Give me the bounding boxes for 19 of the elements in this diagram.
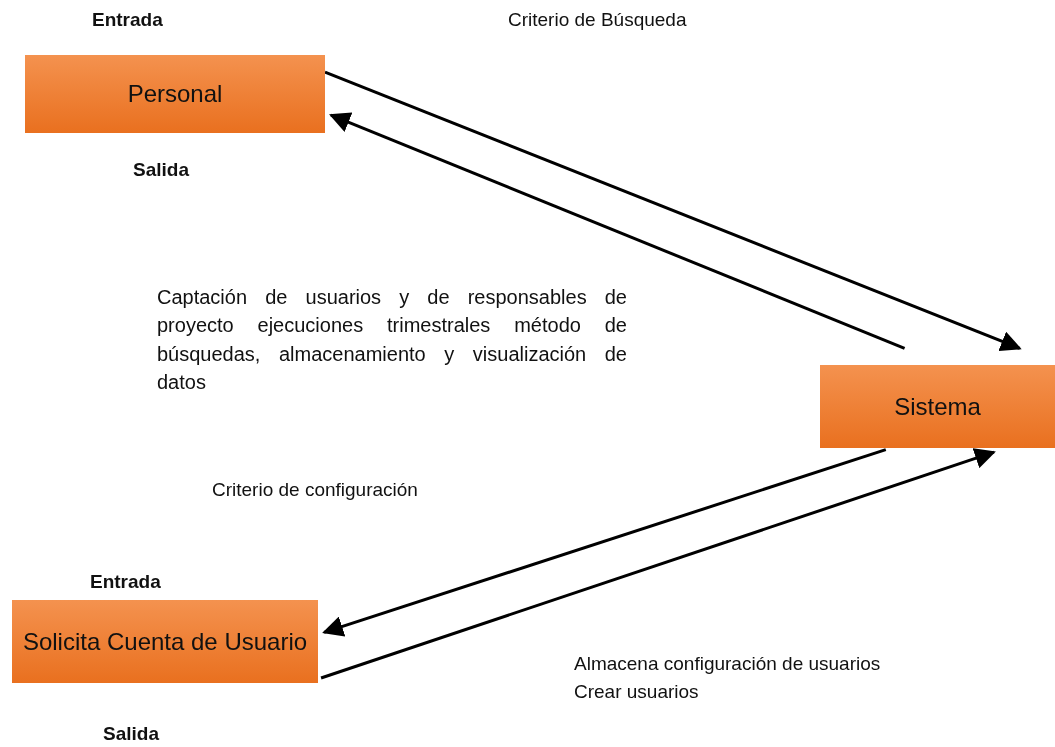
- annotation-text: Crear usuarios: [574, 680, 699, 704]
- process-box: [12, 600, 318, 683]
- flow-direction-label: Salida: [103, 722, 159, 746]
- arrow: [320, 448, 996, 680]
- annotation-text: Criterio de Búsqueda: [508, 8, 687, 32]
- process-box: [25, 55, 325, 133]
- process-box: [820, 365, 1055, 448]
- box-label: Solicita Cuenta de Usuario: [22, 626, 308, 657]
- description-text: Captación de usuarios y de responsables de proyecto ejecuciones trimestrales método de búsquedas, almacenamiento y visualización de datos: [157, 285, 627, 396]
- arrow: [322, 448, 887, 637]
- flow-direction-label: Entrada: [92, 8, 163, 32]
- box-label: Sistema: [894, 391, 981, 422]
- arrow: [324, 70, 1022, 352]
- annotation-text: Criterio de configuración: [212, 478, 418, 502]
- arrow: [329, 112, 906, 350]
- box-label: Personal: [127, 79, 223, 110]
- flow-direction-label: Salida: [133, 158, 189, 182]
- annotation-text: Almacena configuración de usuarios: [574, 652, 881, 676]
- flow-direction-label: Entrada: [90, 570, 161, 594]
